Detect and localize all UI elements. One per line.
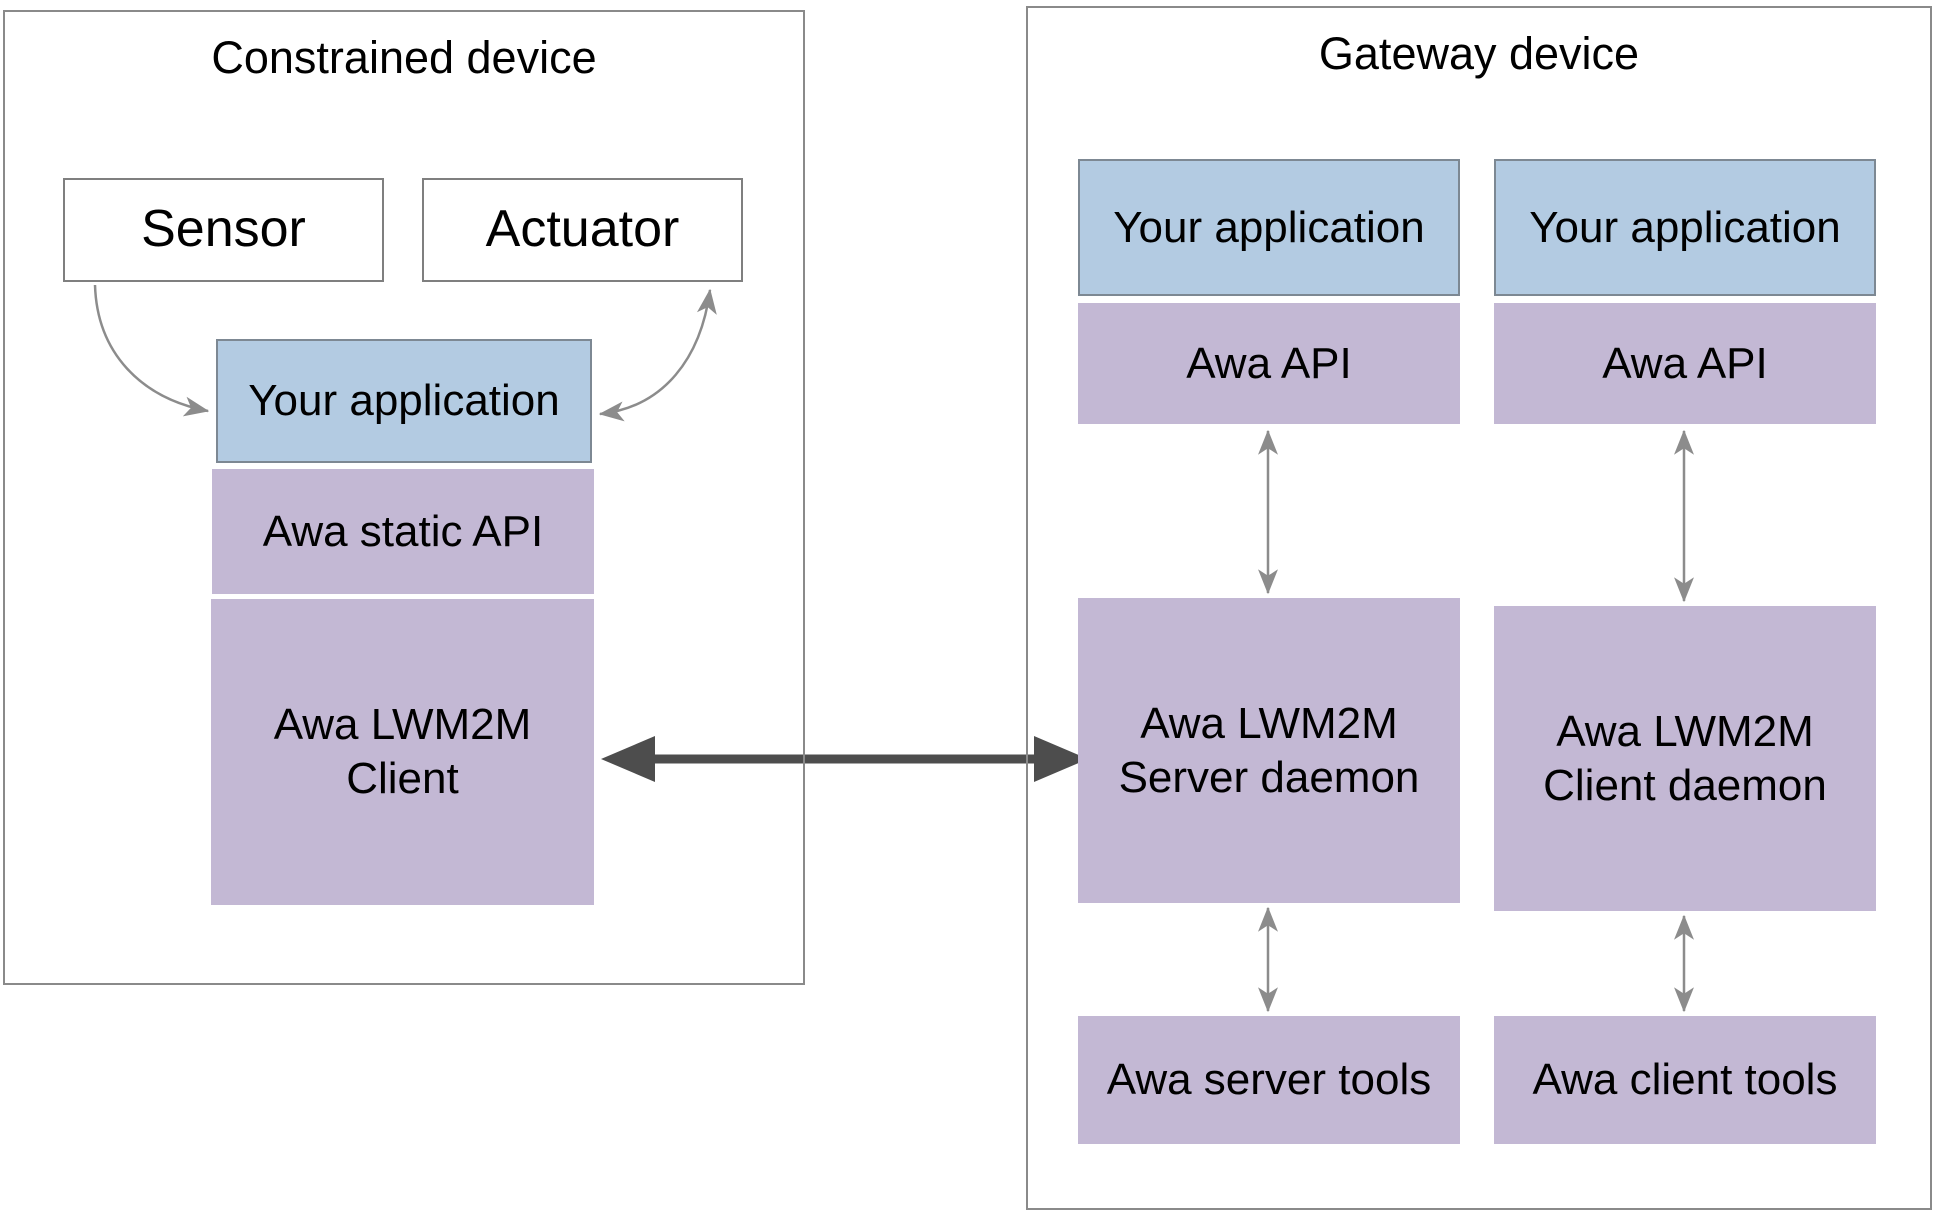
awa-api-label-2: Awa API xyxy=(1602,338,1768,388)
awa-server-tools-box: Awa server tools xyxy=(1078,1016,1460,1144)
constrained-your-application-label: Your application xyxy=(248,376,560,426)
awa-static-api-box: Awa static API xyxy=(212,469,594,594)
constrained-your-application-box: Your application xyxy=(216,339,592,463)
awa-api-box-2: Awa API xyxy=(1494,303,1876,424)
actuator-box: Actuator xyxy=(422,178,743,282)
constrained-device-title: Constrained device xyxy=(211,32,597,83)
gateway-your-application-box-1: Your application xyxy=(1078,159,1460,296)
server-daemon-line2: Server daemon xyxy=(1118,752,1420,802)
gateway-device-panel: Gateway device xyxy=(1026,6,1932,1210)
awa-lwm2m-client-line1: Awa LWM2M xyxy=(273,700,532,750)
actuator-label: Actuator xyxy=(485,200,680,259)
gateway-your-application-label-2: Your application xyxy=(1529,202,1841,252)
awa-client-tools-box: Awa client tools xyxy=(1494,1016,1876,1144)
awa-lwm2m-server-daemon-label: Awa LWM2M Server daemon xyxy=(1119,697,1420,804)
awa-lwm2m-client-daemon-box: Awa LWM2M Client daemon xyxy=(1494,606,1876,911)
sensor-label: Sensor xyxy=(141,200,306,259)
sensor-box: Sensor xyxy=(63,178,384,282)
gateway-device-title: Gateway device xyxy=(1318,28,1640,79)
awa-lwm2m-server-daemon-box: Awa LWM2M Server daemon xyxy=(1078,598,1460,903)
client-daemon-line2: Client daemon xyxy=(1543,760,1827,810)
awa-lwm2m-client-box: Awa LWM2M Client xyxy=(211,599,594,905)
gateway-your-application-label-1: Your application xyxy=(1113,202,1425,252)
awa-static-api-label: Awa static API xyxy=(262,506,544,556)
awa-lwm2m-client-daemon-label: Awa LWM2M Client daemon xyxy=(1543,705,1827,812)
awa-api-box-1: Awa API xyxy=(1078,303,1460,424)
awa-server-tools-label: Awa server tools xyxy=(1106,1055,1432,1105)
awa-lwm2m-client-line2: Client xyxy=(346,754,459,803)
awa-api-label-1: Awa API xyxy=(1186,338,1352,388)
constrained-device-panel: Constrained device xyxy=(3,10,805,985)
awa-client-tools-label: Awa client tools xyxy=(1532,1055,1838,1105)
awa-lwm2m-client-label: Awa LWM2M Client xyxy=(274,698,532,805)
server-daemon-line1: Awa LWM2M xyxy=(1140,698,1398,748)
gateway-your-application-box-2: Your application xyxy=(1494,159,1876,296)
client-daemon-line1: Awa LWM2M xyxy=(1556,706,1814,756)
